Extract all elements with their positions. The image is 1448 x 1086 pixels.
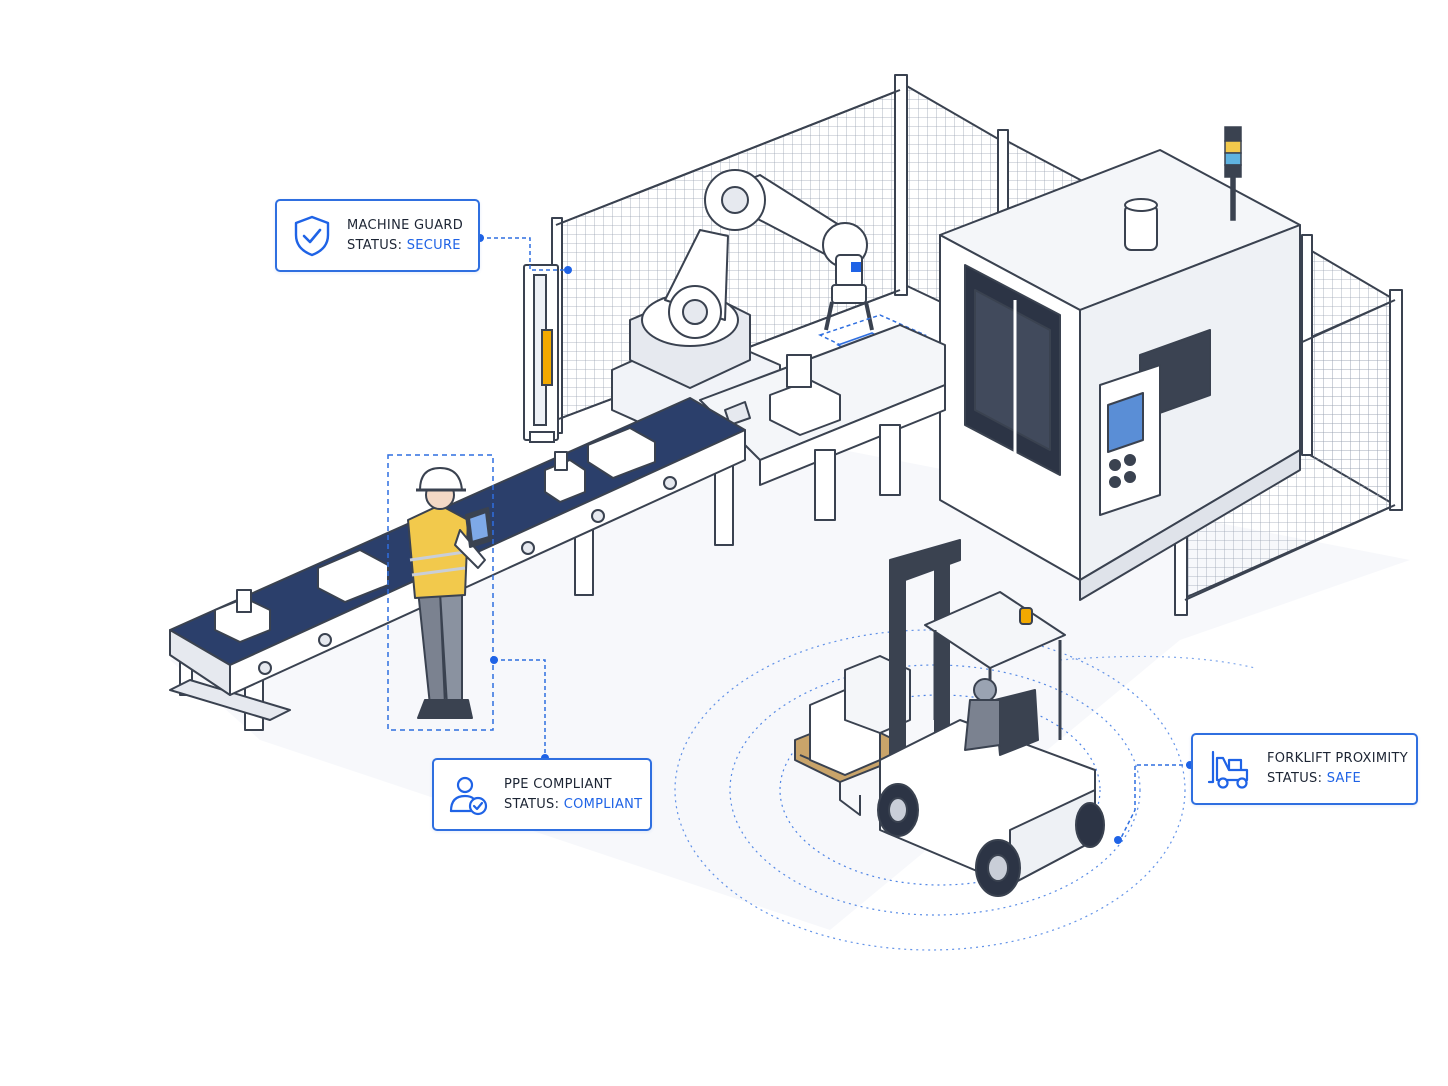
forklift-icon [1193, 748, 1267, 790]
shield-check-icon [277, 215, 347, 257]
worker [407, 467, 493, 719]
person-check-icon [434, 773, 504, 817]
callout-connectors [480, 237, 1190, 841]
cnc-machine [939, 149, 1301, 601]
ppe-status-value: COMPLIANT [563, 796, 643, 812]
machine-guard-title: MACHINE GUARD [347, 217, 464, 233]
conveyor-main [169, 397, 746, 731]
stack-light [1224, 126, 1242, 221]
forklift-status-value: SAFE [1326, 771, 1361, 786]
conveyor-upper [699, 324, 946, 521]
forklift [794, 539, 1105, 897]
proximity-rings [674, 629, 1256, 951]
forklift-title: FORKLIFT PROXIMITY [1267, 751, 1409, 766]
machine-guard-callout: MACHINE GUARD STATUS: SECURE [275, 199, 480, 272]
forklift-proximity-callout: FORKLIFT PROXIMITY STATUS: SAFE [1191, 733, 1418, 805]
ppe-status-label: STATUS: [504, 796, 560, 812]
machine-guard-status-label: STATUS: [347, 237, 403, 253]
forklift-status-label: STATUS: [1267, 771, 1323, 786]
ppe-compliant-callout: PPE COMPLIANT STATUS: COMPLIANT [432, 758, 652, 831]
light-curtain-tower [523, 264, 559, 443]
ppe-detection-box [387, 454, 494, 731]
machine-guard-status-value: SECURE [406, 237, 461, 253]
ppe-title: PPE COMPLIANT [504, 776, 612, 792]
